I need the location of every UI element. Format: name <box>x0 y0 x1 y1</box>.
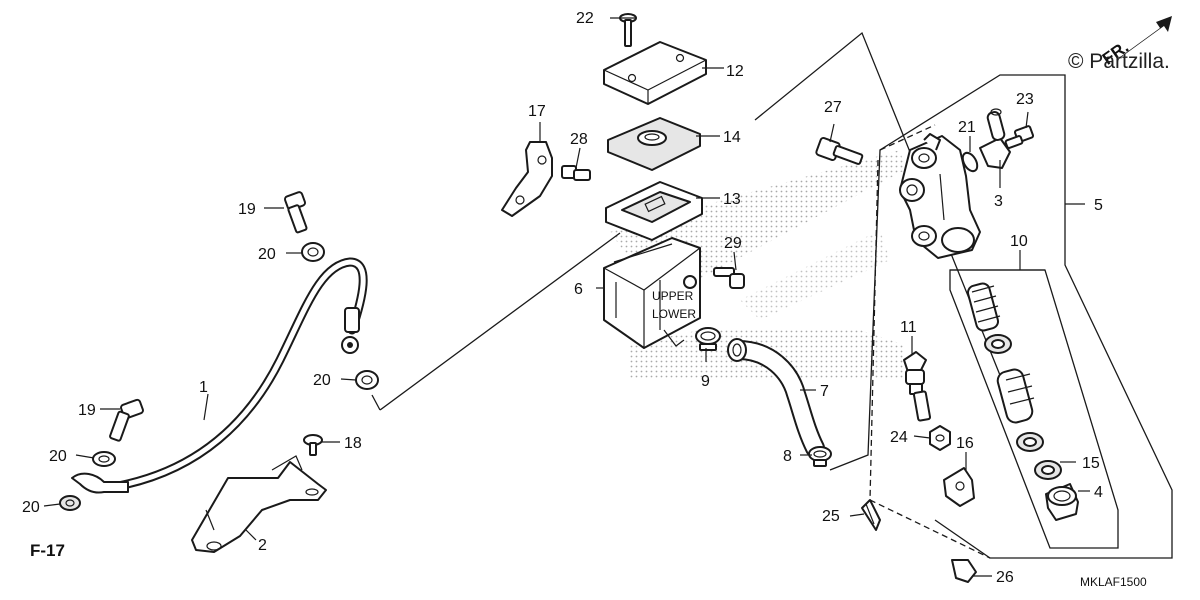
nut-24 <box>929 425 951 451</box>
callout-16: 16 <box>956 435 974 452</box>
reservoir-lower-mark: LOWER <box>652 307 696 321</box>
washer-20-lower-a <box>92 451 116 467</box>
callout-21: 21 <box>958 119 976 136</box>
callout-28: 28 <box>570 131 588 148</box>
callout-22: 22 <box>576 10 594 27</box>
callout-29: 29 <box>724 235 742 252</box>
callout-14: 14 <box>723 129 741 146</box>
bolt-29 <box>713 267 745 289</box>
reservoir-cap-12 <box>603 41 707 105</box>
washer-20-lower-b <box>59 495 81 511</box>
stay-bracket-part <box>191 455 327 553</box>
callout-27: 27 <box>824 99 842 116</box>
callout-7: 7 <box>820 383 829 400</box>
bracket-17-part <box>501 141 553 217</box>
callout-5: 5 <box>1094 197 1103 214</box>
callout-23: 23 <box>1016 91 1034 108</box>
callout-12: 12 <box>726 63 744 80</box>
reservoir-6: UPPER LOWER <box>603 237 701 349</box>
callout-13: 13 <box>723 191 741 208</box>
callout-17: 17 <box>528 103 546 120</box>
leader-lines <box>43 17 1090 577</box>
callout-11: 11 <box>900 319 917 336</box>
callout-2: 2 <box>258 537 267 554</box>
hose-clip-9 <box>695 327 721 351</box>
reservoir-upper-mark: UPPER <box>652 289 694 303</box>
joint-clip-26 <box>951 559 977 583</box>
callout-20-middle: 20 <box>313 372 331 389</box>
bolt-19-lower <box>109 398 144 442</box>
hose-joint-3 <box>979 108 1011 169</box>
callout-1: 1 <box>199 379 208 396</box>
callout-9: 9 <box>701 373 710 390</box>
washer-20-upper <box>301 242 325 262</box>
reservoir-hose-7 <box>727 338 825 458</box>
callout-4: 4 <box>1094 484 1103 501</box>
master-cylinder-body <box>899 133 981 259</box>
callout-19-upper: 19 <box>238 201 256 218</box>
reservoir-plate-14 <box>607 117 701 171</box>
callout-10: 10 <box>1010 233 1028 250</box>
bolt-19-upper <box>283 191 308 234</box>
callout-6: 6 <box>574 281 583 298</box>
push-rod-joint-16 <box>943 467 975 507</box>
screw-22 <box>619 13 637 47</box>
watermark-text: © Partzilla. <box>1068 50 1170 73</box>
callout-20-lower-a: 20 <box>49 448 67 465</box>
callout-3: 3 <box>994 193 1003 210</box>
callout-8: 8 <box>783 448 792 465</box>
o-ring-21 <box>961 151 979 173</box>
spring-kit-10 <box>966 282 1035 424</box>
bolt-23 <box>1004 125 1035 149</box>
callout-25: 25 <box>822 508 840 525</box>
diaphragm-13 <box>605 181 703 241</box>
callout-26: 26 <box>996 569 1014 586</box>
reference-label: F-17 <box>30 541 65 560</box>
callouts: 22 12 14 13 17 28 6 29 9 7 8 27 21 23 3 … <box>22 10 1103 586</box>
piston-boot-4 <box>1045 483 1079 521</box>
washer-20-middle <box>355 370 379 390</box>
callout-20-lower-b: 20 <box>22 499 40 516</box>
screw-18 <box>303 434 323 456</box>
callout-20-upper: 20 <box>258 246 276 263</box>
callout-19-lower: 19 <box>78 402 96 419</box>
brake-hose-part <box>71 257 368 494</box>
cotter-pin-25 <box>861 499 881 531</box>
callout-18: 18 <box>344 435 362 452</box>
bolt-28 <box>561 165 591 181</box>
cup-seal-15 <box>1016 432 1062 480</box>
push-rod-11 <box>903 351 932 422</box>
hose-clip-8 <box>808 446 832 467</box>
bolt-27 <box>815 136 864 165</box>
diagram-code: MKLAF1500 <box>1080 575 1147 589</box>
callout-24: 24 <box>890 429 908 446</box>
callout-15: 15 <box>1082 455 1100 472</box>
